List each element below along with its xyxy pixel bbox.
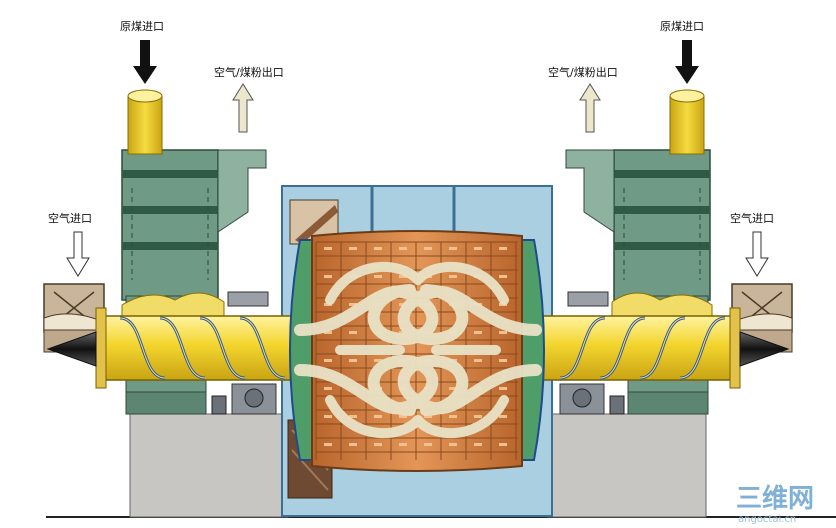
- label-air-coal-outlet-right: 空气/煤粉出口: [548, 65, 618, 79]
- right-trunnion-shaft: [539, 307, 790, 389]
- up-arrow-cream-icon: [579, 83, 601, 133]
- left-bearing: [211, 291, 277, 415]
- outline-arrow-icon: [66, 231, 90, 277]
- outline-arrow-icon: [745, 231, 769, 277]
- left-coal-feed-pipe: [127, 89, 163, 155]
- label-raw-coal-inlet-left: 原煤进口: [120, 20, 164, 33]
- label-air-inlet-right: 空气进口: [730, 211, 774, 225]
- right-coal-feed-pipe: [669, 89, 705, 155]
- down-arrow-black-icon: [675, 40, 699, 84]
- watermark-site: angoctai.cn: [738, 514, 796, 525]
- label-raw-coal-inlet-right: 原煤进口: [660, 20, 704, 33]
- down-arrow-black-icon: [133, 40, 157, 84]
- watermark-brand: 三维网: [736, 483, 814, 514]
- foundation-left: [129, 413, 289, 518]
- airflow-swirls: [294, 261, 542, 439]
- right-bearing: [559, 291, 625, 415]
- left-trunnion-shaft: [46, 307, 305, 389]
- label-air-inlet-left: 空气进口: [48, 211, 92, 225]
- foundation-right: [547, 413, 707, 518]
- up-arrow-cream-icon: [232, 83, 254, 133]
- label-air-coal-outlet-left: 空气/煤粉出口: [214, 65, 284, 79]
